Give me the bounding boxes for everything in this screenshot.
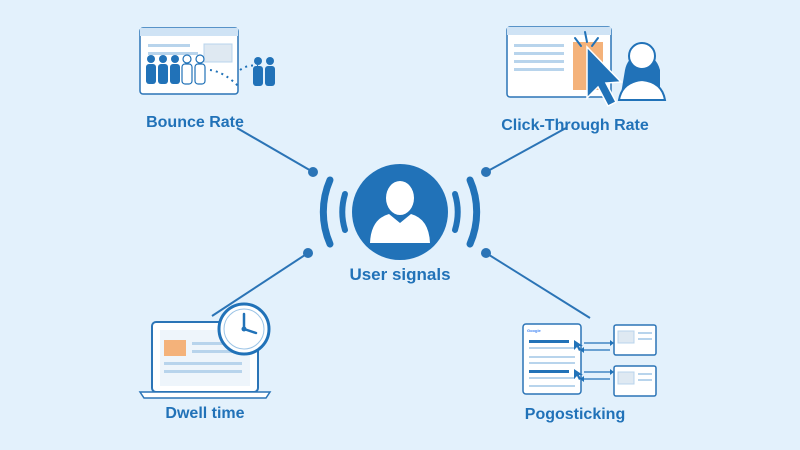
node-label-dwell-time: Dwell time (165, 405, 245, 422)
click-cursor-icon (506, 26, 667, 107)
connector-bounce (236, 127, 314, 173)
connector-dot-ctr (481, 167, 491, 177)
node-label-pogosticking: Pogosticking (524, 406, 626, 423)
center-label-user-signals: User signals (349, 265, 451, 284)
connector-dwell (211, 252, 309, 317)
connector-pogo (485, 252, 591, 319)
laptop-clock-icon (138, 302, 272, 399)
connector-ctr (485, 127, 567, 173)
signal-waves-icon (319, 176, 481, 248)
connectors (211, 127, 591, 319)
bounce-people-icon (139, 27, 275, 95)
google-logo: Google (527, 328, 541, 333)
node-label-click-through-rate: Click-Through Rate (501, 117, 649, 134)
connector-dot-dwell (303, 248, 313, 258)
connector-dot-pogo (481, 248, 491, 258)
node-label-bounce-rate: Bounce Rate (146, 114, 244, 131)
connector-dot-bounce (308, 167, 318, 177)
user-silhouette-icon (352, 164, 448, 260)
search-results-arrows-icon (522, 323, 657, 397)
